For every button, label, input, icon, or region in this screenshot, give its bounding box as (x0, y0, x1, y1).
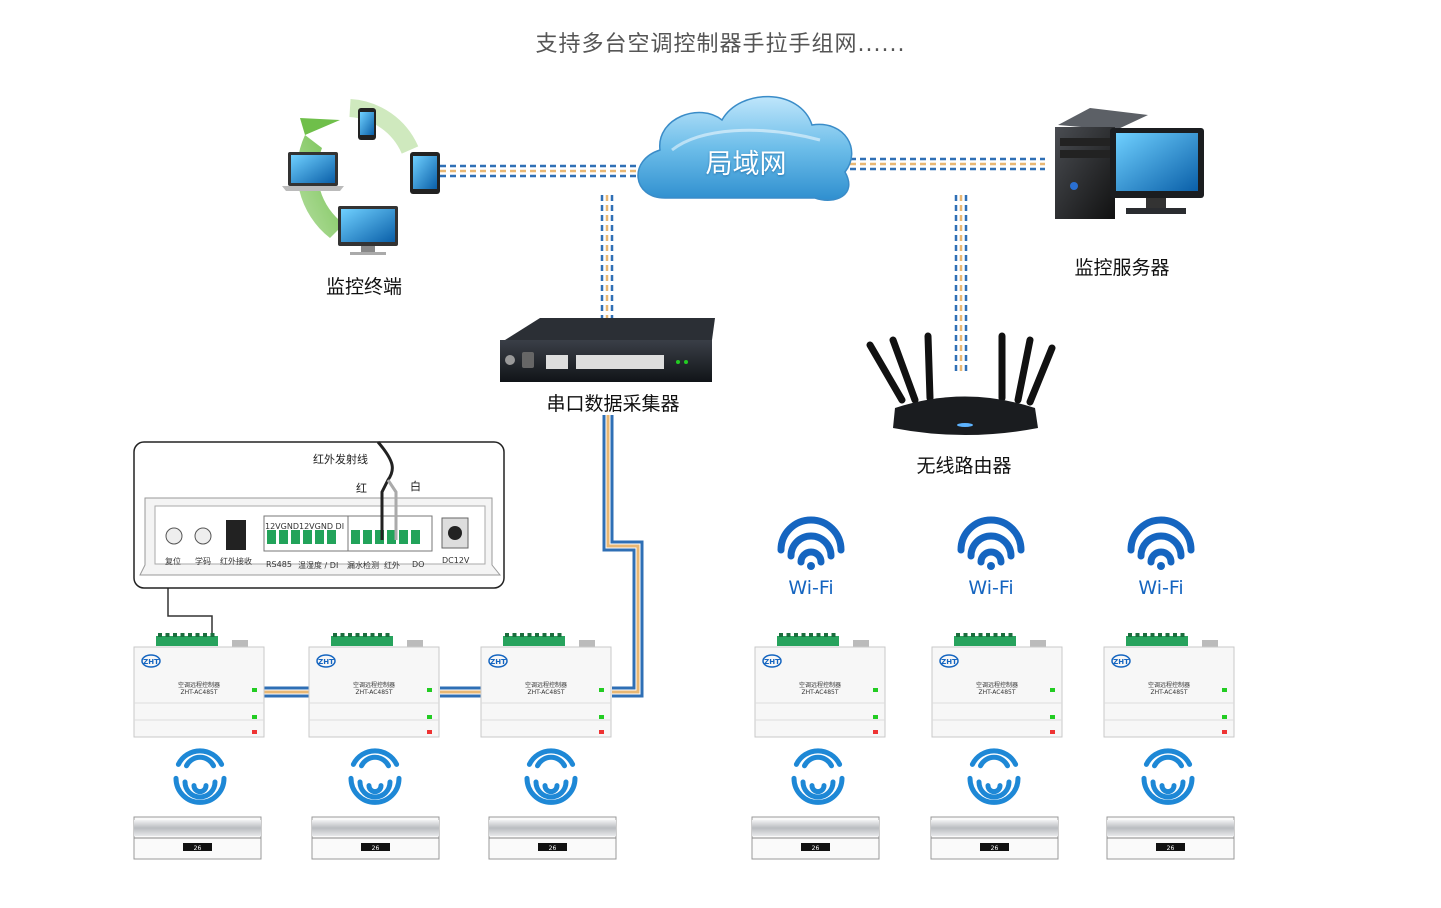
controller-model: ZHT-AC485T (1150, 689, 1187, 696)
controller-model: ZHT-AC485T (801, 689, 838, 696)
wifi-label-2: Wi-Fi (968, 577, 1014, 599)
terminal-devices-icon (282, 99, 440, 255)
cables (167, 157, 1045, 698)
ir-waves-group (173, 748, 1195, 805)
ir-wave-icon (173, 748, 227, 805)
ac-display: 26 (372, 845, 380, 852)
controller-name: 空调远程控制器 (178, 681, 220, 689)
ac-display: 26 (194, 845, 202, 852)
terminal-label: 监控终端 (325, 276, 403, 298)
controller-name: 空调远程控制器 (799, 681, 841, 689)
ir-red-label: 红 (356, 482, 367, 495)
controller-name: 空调远程控制器 (353, 681, 395, 689)
controller-name: 空调远程控制器 (976, 681, 1018, 689)
air-conditioner-unit: 26 (751, 816, 880, 860)
air-conditioners-group: 26 26 26 26 26 26 (133, 816, 1235, 860)
cable-cloud-server (850, 157, 1045, 171)
ir-wave-icon (524, 748, 578, 805)
ac-display: 26 (1167, 845, 1175, 852)
wifi-label-1: Wi-Fi (788, 577, 834, 599)
wifi-icons-group (777, 516, 1195, 570)
controller-name: 空调远程控制器 (1148, 681, 1190, 689)
ir-wave-icon (791, 748, 845, 805)
diagram-title: 支持多台空调控制器手拉手组网...... (535, 32, 906, 57)
panel-rs485-label: RS485 (266, 560, 292, 569)
wifi-icon (1127, 516, 1195, 570)
cable-collector-controllers (264, 415, 644, 698)
ac-display: 26 (549, 845, 557, 852)
server-pc-icon (1055, 108, 1204, 219)
controller-logo: ZHT (764, 658, 780, 666)
router-label: 无线路由器 (916, 455, 1012, 477)
ir-panel-callout (133, 441, 505, 589)
collector-label: 串口数据采集器 (546, 393, 680, 415)
ir-white-label: 白 (410, 480, 421, 493)
controller-logo: ZHT (143, 658, 159, 666)
panel-ir-label: 红外 (384, 561, 400, 570)
air-conditioner-unit: 26 (1106, 816, 1235, 860)
air-conditioner-unit: 26 (311, 816, 440, 860)
wireless-router-icon (866, 332, 1056, 435)
cable-terminal-cloud (440, 164, 660, 178)
cable-cloud-collector (600, 195, 614, 318)
ir-wave-icon (1141, 748, 1195, 805)
wifi-icon (777, 516, 845, 570)
cloud-label: 局域网 (705, 149, 787, 180)
ir-panel-wire (167, 588, 213, 636)
cloud-icon (637, 95, 853, 201)
controller-logo: ZHT (490, 658, 506, 666)
controller-logo: ZHT (318, 658, 334, 666)
ir-wave-icon (348, 748, 402, 805)
panel-temp-label: 温湿度 / DI (298, 561, 339, 570)
controller-model: ZHT-AC485T (355, 689, 392, 696)
server-label: 监控服务器 (1074, 257, 1170, 279)
wifi-label-3: Wi-Fi (1138, 577, 1184, 599)
panel-pins-label: 12VGND12VGND DI (265, 522, 345, 531)
ir-wave-icon (967, 748, 1021, 805)
panel-leak-label: 漏水检测 (347, 561, 379, 570)
controller-model: ZHT-AC485T (180, 689, 217, 696)
controllers-group: ZHT空调远程控制器ZHT-AC485TZHT空调远程控制器ZHT-AC485T… (133, 633, 1235, 738)
controller-model: ZHT-AC485T (978, 689, 1015, 696)
air-conditioner-unit: 26 (488, 816, 617, 860)
serial-collector-icon (500, 318, 715, 382)
controller-model: ZHT-AC485T (527, 689, 564, 696)
controller-logo: ZHT (1113, 658, 1129, 666)
cable-cloud-router (954, 195, 968, 375)
ac-display: 26 (812, 845, 820, 852)
panel-learn-label: 学码 (195, 557, 211, 566)
controller-logo: ZHT (941, 658, 957, 666)
panel-reset-label: 复位 (165, 557, 181, 566)
ir-wire-label: 红外发射线 (313, 453, 368, 466)
ac-display: 26 (991, 845, 999, 852)
air-conditioner-unit: 26 (930, 816, 1059, 860)
panel-dc-label: DC12V (442, 556, 470, 565)
air-conditioner-unit: 26 (133, 816, 262, 860)
wifi-icon (957, 516, 1025, 570)
panel-do-label: DO (412, 560, 425, 569)
panel-ir-recv-label: 红外接收 (220, 557, 252, 566)
controller-name: 空调远程控制器 (525, 681, 567, 689)
